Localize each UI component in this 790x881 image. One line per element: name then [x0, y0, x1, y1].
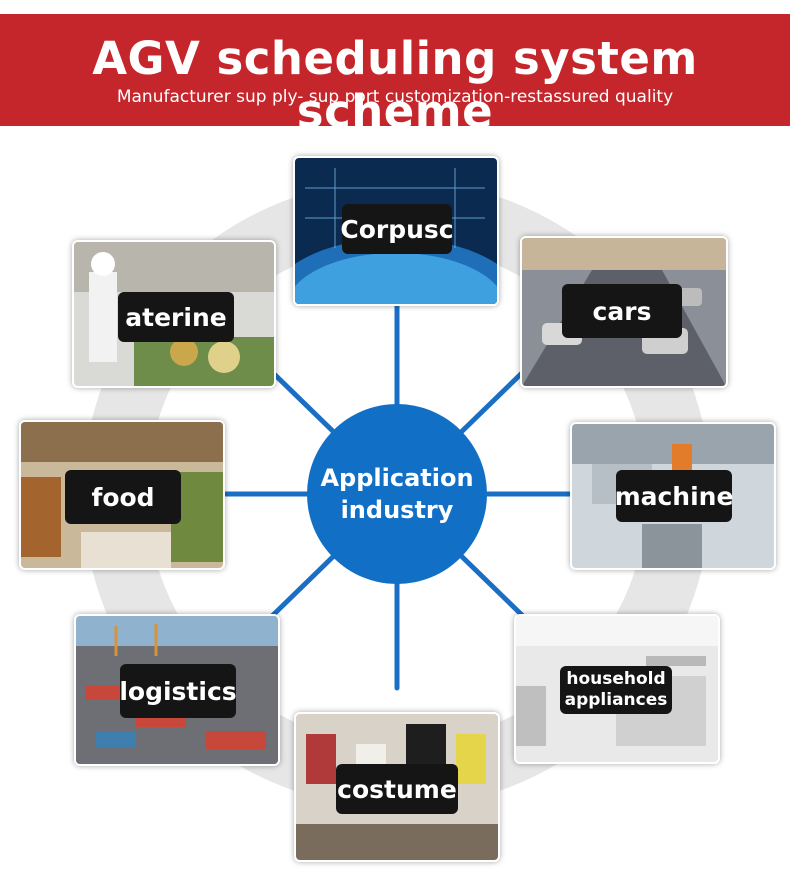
- industry-label-food: food: [65, 470, 181, 524]
- industry-card-cars: cars: [520, 236, 728, 388]
- industry-label-aterine: aterine: [118, 292, 234, 342]
- industry-label-logistics: logistics: [119, 664, 237, 718]
- industry-label-household-appliances: household appliances: [560, 666, 672, 714]
- industry-label-costume: costume: [336, 764, 458, 814]
- industry-label-machine: machine: [615, 470, 733, 522]
- page-subtitle: Manufacturer sup ply- sup port customiza…: [116, 87, 674, 107]
- catering-kitchen-image: [74, 242, 274, 386]
- industry-card-costume: costume: [294, 712, 500, 862]
- industry-label-corpusc: Corpusc: [340, 204, 454, 254]
- hub-label-line2: industry: [340, 496, 454, 524]
- industry-card-household-appliances: household appliances: [514, 614, 720, 764]
- industry-label-household-line2: appliances: [564, 690, 668, 710]
- industry-card-aterine: aterine: [72, 240, 276, 388]
- hub-label-line1: Application: [320, 464, 474, 492]
- header-banner: AGV scheduling system scheme Manufacture…: [0, 14, 790, 138]
- industry-card-corpusc: Corpusc: [293, 156, 499, 306]
- hub-circle: Application industry: [307, 404, 487, 584]
- network-globe-image: [295, 158, 497, 304]
- industry-card-logistics: logistics: [74, 614, 280, 766]
- page-title: AGV scheduling system scheme: [92, 32, 698, 138]
- industry-label-cars: cars: [562, 284, 682, 338]
- industry-label-household-line1: household: [566, 669, 666, 689]
- industry-card-food: food: [19, 420, 225, 570]
- industry-card-machine: machine: [570, 422, 776, 570]
